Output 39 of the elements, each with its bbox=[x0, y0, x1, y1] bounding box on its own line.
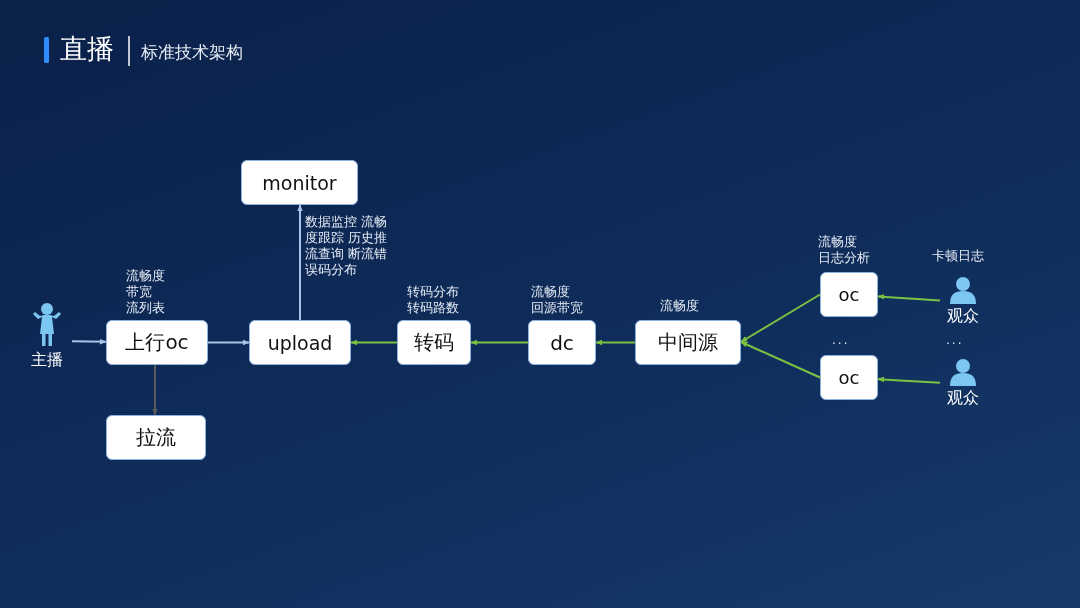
arrow bbox=[71, 338, 107, 345]
streamer-label: 主播 bbox=[31, 350, 63, 371]
arrow bbox=[207, 339, 250, 346]
process-box: oc bbox=[820, 355, 878, 400]
annotation-text: 转码路数 bbox=[407, 300, 459, 316]
ellipsis-text: ... bbox=[946, 333, 964, 347]
process-box: upload bbox=[249, 320, 351, 365]
arrow bbox=[152, 364, 158, 416]
edge-label: 数据监控 流畅度跟踪 历史推流查询 断流错误码分布 bbox=[305, 214, 388, 278]
annotation-text: 流畅度 bbox=[818, 234, 858, 250]
process-box: 拉流 bbox=[106, 415, 206, 460]
viewer-label: 观众 bbox=[947, 306, 979, 327]
arrow bbox=[595, 339, 636, 346]
viewer-label: 观众 bbox=[947, 388, 979, 409]
ellipsis-text: ... bbox=[832, 333, 850, 347]
annotation-text: 卡顿日志 bbox=[932, 248, 984, 264]
annotation-text: 转码分布 bbox=[407, 284, 459, 300]
arrow bbox=[740, 293, 821, 343]
annotation-text: 日志分析 bbox=[818, 250, 870, 266]
title: 直播 bbox=[60, 32, 114, 66]
annotation-text: 带宽 bbox=[126, 284, 153, 300]
annotation-text: 流畅度 bbox=[126, 268, 165, 284]
arrow bbox=[877, 294, 941, 302]
process-box: oc bbox=[820, 272, 878, 317]
annotation-text: 流列表 bbox=[126, 300, 165, 316]
process-box: 中间源 bbox=[635, 320, 741, 365]
arrow bbox=[470, 339, 529, 346]
process-box: dc bbox=[528, 320, 596, 365]
subtitle: 标准技术架构 bbox=[141, 41, 243, 64]
annotation-text: 回源带宽 bbox=[531, 300, 583, 316]
arrow bbox=[740, 341, 821, 379]
annotation-text: 流畅度 bbox=[531, 284, 571, 300]
annotation-text: 流畅度 bbox=[660, 298, 699, 314]
process-box: 转码 bbox=[397, 320, 471, 365]
arrow bbox=[350, 339, 398, 346]
process-box: 上行oc bbox=[106, 320, 208, 365]
arrow bbox=[297, 204, 303, 321]
arrow bbox=[877, 376, 941, 384]
monitor-box: monitor bbox=[241, 160, 358, 205]
